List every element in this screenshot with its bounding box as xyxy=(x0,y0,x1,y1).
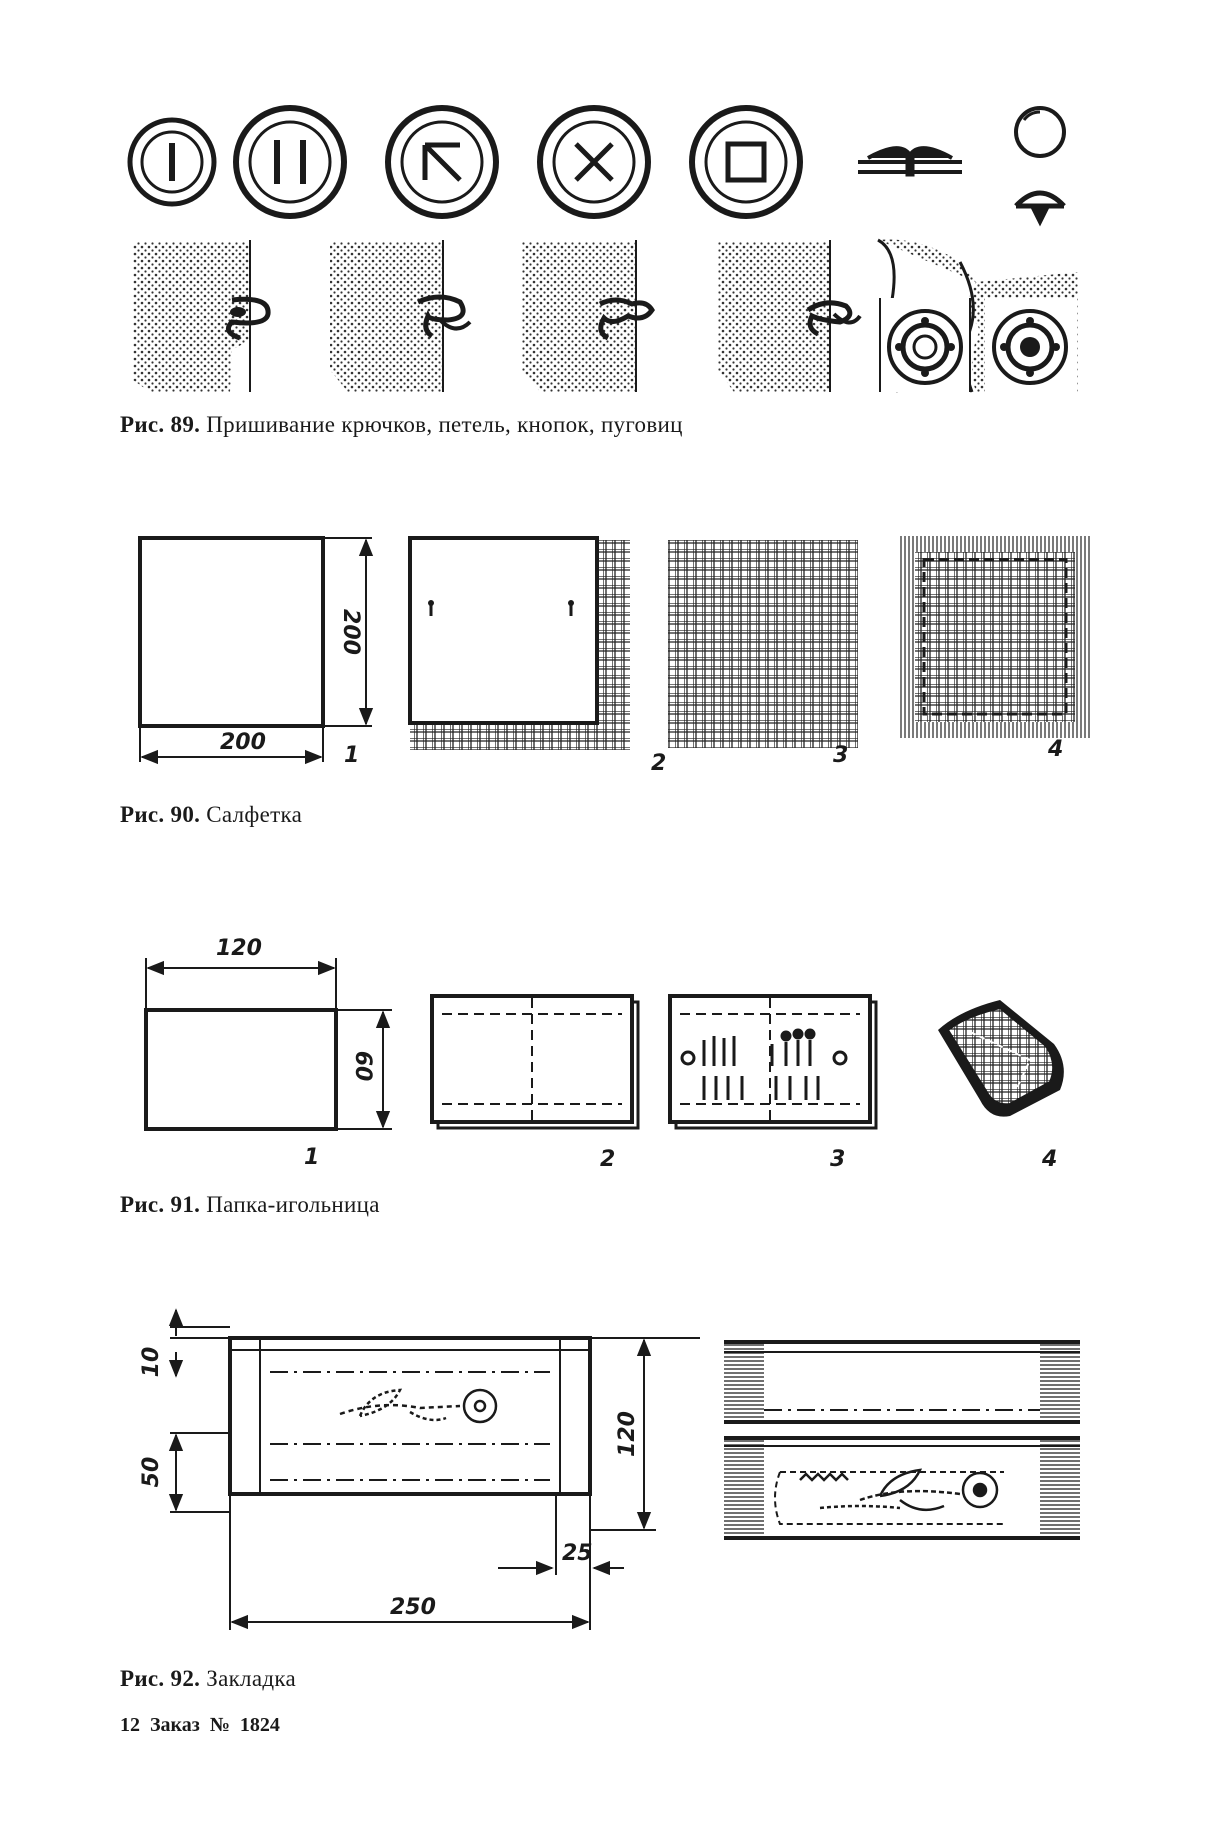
fig91-step-label-1: 1 xyxy=(304,1145,319,1170)
caption-number: 92. xyxy=(170,1666,201,1691)
fig89-caption: Рис. 89. Пришивание крючков, петель, кно… xyxy=(120,412,683,438)
fig91-step2 xyxy=(430,994,640,1130)
button-cross-stitch-icon xyxy=(537,105,651,219)
fabric-hook-3 xyxy=(522,240,655,392)
fig91-step4 xyxy=(938,1000,1064,1117)
flower-embroidery-icon xyxy=(339,1388,498,1424)
caption-number: 91. xyxy=(170,1192,201,1217)
fig91-dim-width: 120 xyxy=(216,936,262,961)
caption-number: 89. xyxy=(170,412,201,437)
pin-icon xyxy=(568,600,574,616)
caption-label: Рис. xyxy=(120,802,165,827)
fig90-caption: Рис. 90. Салфетка xyxy=(120,802,302,828)
fig91-caption: Рис. 91. Папка-игольница xyxy=(120,1192,380,1218)
fig90-step4 xyxy=(900,536,1090,738)
fig90-step2 xyxy=(408,536,630,750)
needles-icon xyxy=(680,1028,848,1100)
fabric-hook-1 xyxy=(133,240,271,392)
caption-number: 90. xyxy=(170,802,201,827)
fig92-drawing xyxy=(168,1308,700,1630)
fabric-hook-4 xyxy=(718,240,862,392)
fig90-dim-width: 200 xyxy=(220,730,266,755)
fig91-step3 xyxy=(668,994,878,1130)
flower-embroidery-icon xyxy=(799,1468,999,1512)
button-arrow-stitch-icon xyxy=(385,105,499,219)
fig91-step-label-3: 3 xyxy=(830,1147,845,1172)
pin-icon xyxy=(428,600,434,616)
caption-title: Пришивание крючков, петель, кнопок, пуго… xyxy=(206,412,683,437)
fig89-fabric-row xyxy=(133,238,1078,393)
fabric-hook-2 xyxy=(330,240,472,392)
fig90-step-label-3: 3 xyxy=(833,743,848,768)
caption-title: Закладка xyxy=(206,1666,296,1691)
fig92-dim-top: 10 xyxy=(139,1347,164,1378)
snap-button-icon xyxy=(1014,106,1066,227)
button-two-hole-small-icon xyxy=(127,117,217,207)
fig92-dim-height: 120 xyxy=(615,1411,640,1457)
fig91-dim-height: 60 xyxy=(350,1051,375,1082)
fig90-step-label-4: 4 xyxy=(1047,737,1063,762)
caption-label: Рис. xyxy=(120,412,165,437)
fig90-step-label-2: 2 xyxy=(651,751,666,776)
caption-label: Рис. xyxy=(120,1192,165,1217)
fig91-step-label-4: 4 xyxy=(1041,1147,1057,1172)
fig91-step-label-2: 2 xyxy=(600,1147,615,1172)
page-footer: 12 Заказ № 1824 xyxy=(120,1714,280,1736)
fig91-step1 xyxy=(144,958,392,1131)
fig89-buttons xyxy=(127,105,1066,227)
fig92-dim-width: 250 xyxy=(390,1595,436,1620)
shank-button-side-icon xyxy=(858,146,962,177)
button-two-parallel-icon xyxy=(233,105,347,219)
fig92-caption: Рис. 92. Закладка xyxy=(120,1666,296,1692)
fig90-dim-height: 200 xyxy=(338,609,363,655)
fabric-snaps xyxy=(877,238,1078,393)
fig92-finished-bookmark xyxy=(724,1340,1080,1540)
fig92-dim-margin: 25 xyxy=(562,1541,593,1566)
fig90-step3 xyxy=(668,540,858,748)
caption-title: Салфетка xyxy=(206,802,303,827)
fig92-dim-middle: 50 xyxy=(139,1457,164,1488)
fig90-step1 xyxy=(138,536,374,765)
fig90-step-label-1: 1 xyxy=(344,743,359,768)
button-square-stitch-icon xyxy=(689,105,803,219)
caption-title: Папка-игольница xyxy=(206,1192,380,1217)
caption-label: Рис. xyxy=(120,1666,165,1691)
